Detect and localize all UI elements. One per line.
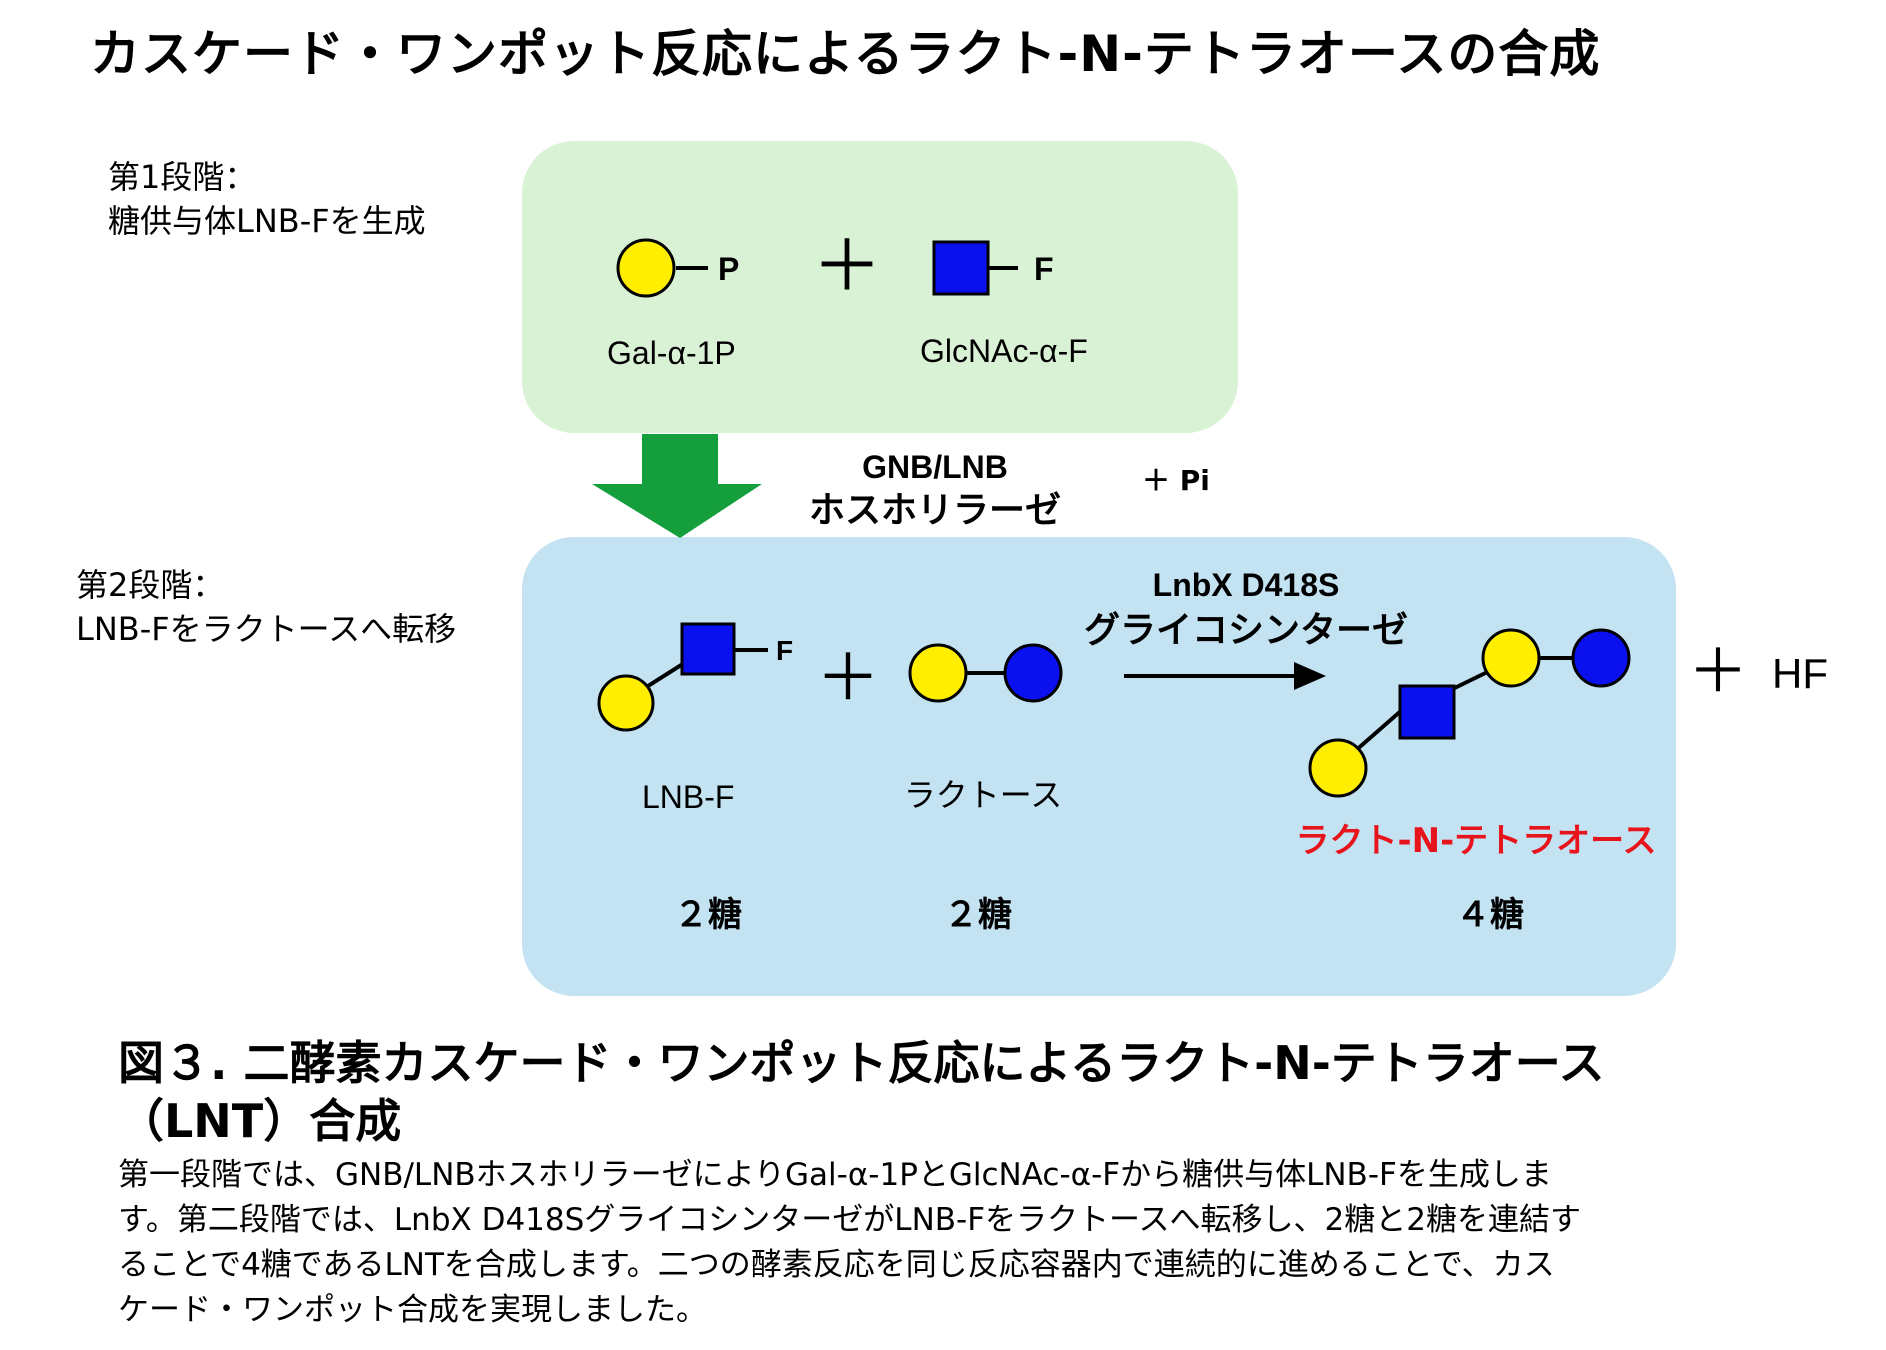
caption-line: す。第二段階では、LnbX D418SグライコシンターゼがLNB-Fをラクトース… [118, 1202, 1581, 1238]
enzyme1-type: ホスホリラーゼ [809, 490, 1061, 531]
phosphate-byproduct: ＋ Pi [1142, 464, 1210, 497]
figure-caption-title: 図３. 二酵素カスケード・ワンポット反応によるラクト-N-テトラオース （LNT… [118, 1034, 1605, 1150]
step1-heading: 第1段階： [108, 158, 257, 196]
fluoride-tag: F [1034, 251, 1054, 287]
lnb-fluoride-tag: F [776, 635, 793, 666]
stage2-panel [522, 537, 1676, 996]
glcnac-f-structure: F [932, 240, 1054, 296]
galactose-circle-icon [1308, 738, 1368, 798]
figure-caption-body: 第一段階では、GNB/LNBホスホリラーゼによりGal-α-1PとGlcNAc-… [118, 1153, 1858, 1333]
step2-heading: 第2段階： [76, 566, 225, 604]
hf-byproduct: HF [1772, 650, 1828, 697]
phosphate-tag: P [718, 251, 739, 287]
gal-1p-label: Gal-α-1P [607, 335, 736, 371]
glcnac-f-label: GlcNAc-α-F [920, 333, 1088, 369]
step1-description: 糖供与体LNB-Fを生成 [108, 202, 426, 240]
plus-sign-stage2: ＋ [816, 642, 880, 716]
lnb-f-label: LNB-F [642, 779, 734, 815]
caption-title-line2: （LNT）合成 [118, 1094, 402, 1148]
lnb-f-structure: F [597, 622, 793, 732]
glucose-circle-icon [1571, 628, 1631, 688]
lnt-sugar-count: ４糖 [1456, 895, 1524, 935]
enzyme2-name: LnbX D418S [1153, 567, 1340, 603]
step1-text: 第1段階： 糖供与体LNB-Fを生成 [108, 155, 426, 243]
galactose-circle-icon [616, 238, 676, 298]
lactose-sugar-count: ２糖 [944, 895, 1012, 935]
plus-sign-hf: ＋ [1688, 637, 1748, 707]
step2-text: 第2段階： LNB-Fをラクトースへ転移 [76, 563, 456, 651]
lnt-label: ラクト-N-テトラオース [1296, 821, 1657, 861]
caption-title-line1: 図３. 二酵素カスケード・ワンポット反応によるラクト-N-テトラオース [118, 1036, 1605, 1090]
lactose-label: ラクトース [904, 776, 1062, 814]
galactose-circle-icon [1481, 628, 1541, 688]
enzyme1-name: GNB/LNB [862, 449, 1008, 485]
page-title: カスケード・ワンポット反応によるラクト-N-テトラオースの合成 [90, 25, 1601, 83]
lnt-structure [1308, 628, 1631, 798]
lactose-structure [908, 643, 1063, 703]
glcnac-square-icon [932, 240, 990, 296]
down-arrow-icon [592, 434, 762, 538]
gal-1p-structure: P [616, 238, 739, 298]
plus-sign-stage1: ＋ [812, 225, 882, 307]
glucose-circle-icon [1003, 643, 1063, 703]
caption-line: ることで4糖であるLNTを合成します。二つの酵素反応を同じ反応容器内で連続的に進… [118, 1247, 1555, 1283]
galactose-circle-icon [597, 674, 655, 732]
glcnac-square-icon [680, 622, 736, 676]
lnb-sugar-count: ２糖 [674, 895, 742, 935]
glcnac-square-icon [1398, 684, 1456, 740]
step2-description: LNB-Fをラクトースへ転移 [76, 610, 457, 648]
caption-line: 第一段階では、GNB/LNBホスホリラーゼによりGal-α-1PとGlcNAc-… [118, 1157, 1552, 1193]
galactose-circle-icon [908, 643, 968, 703]
enzyme2-type: グライコシンターゼ [1084, 610, 1408, 651]
right-arrow-icon [1294, 662, 1326, 690]
caption-line: ケード・ワンポット合成を実現しました。 [118, 1292, 707, 1328]
